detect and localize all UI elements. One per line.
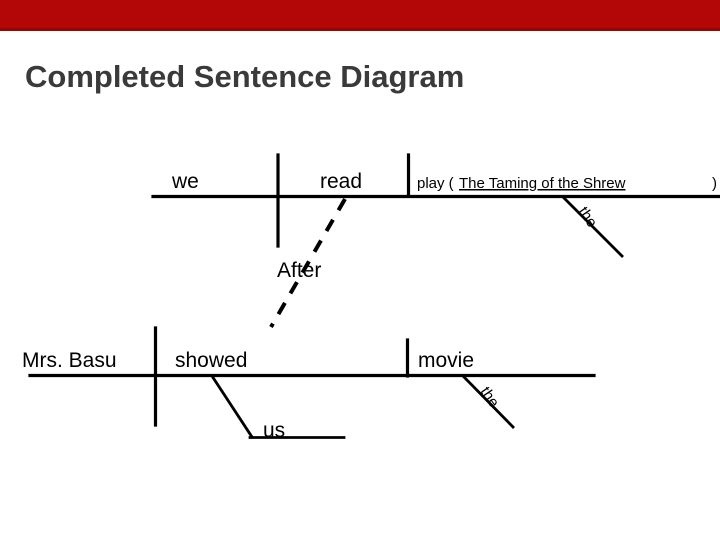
subordinating-conjunction-dashed-line [269,197,347,329]
top-banner-bar [0,0,720,31]
indirect-object-slant [210,374,254,439]
main-object-title-label: The Taming of the Shrew [459,175,626,192]
main-object-modifier-slant [561,195,624,258]
main-object-label: play ( [417,175,454,192]
indirect-object-label: us [263,419,285,442]
subordinate-object-label: movie [418,349,474,372]
subordinate-object-modifier-label: the [477,384,503,411]
subordinating-conjunction-label: After [277,259,321,282]
subordinate-object-modifier-slant [462,375,515,429]
subordinate-subject-label: Mrs. Basu [22,349,117,372]
subordinate-verb-label: showed [175,349,247,372]
main-object-close-paren: ) [712,175,717,192]
main-object-modifier-label: the [575,204,601,231]
main-subject-label: we [171,170,199,193]
banner-underline [0,28,720,31]
page-title: Completed Sentence Diagram [25,59,465,94]
main-verb-label: read [320,170,362,193]
